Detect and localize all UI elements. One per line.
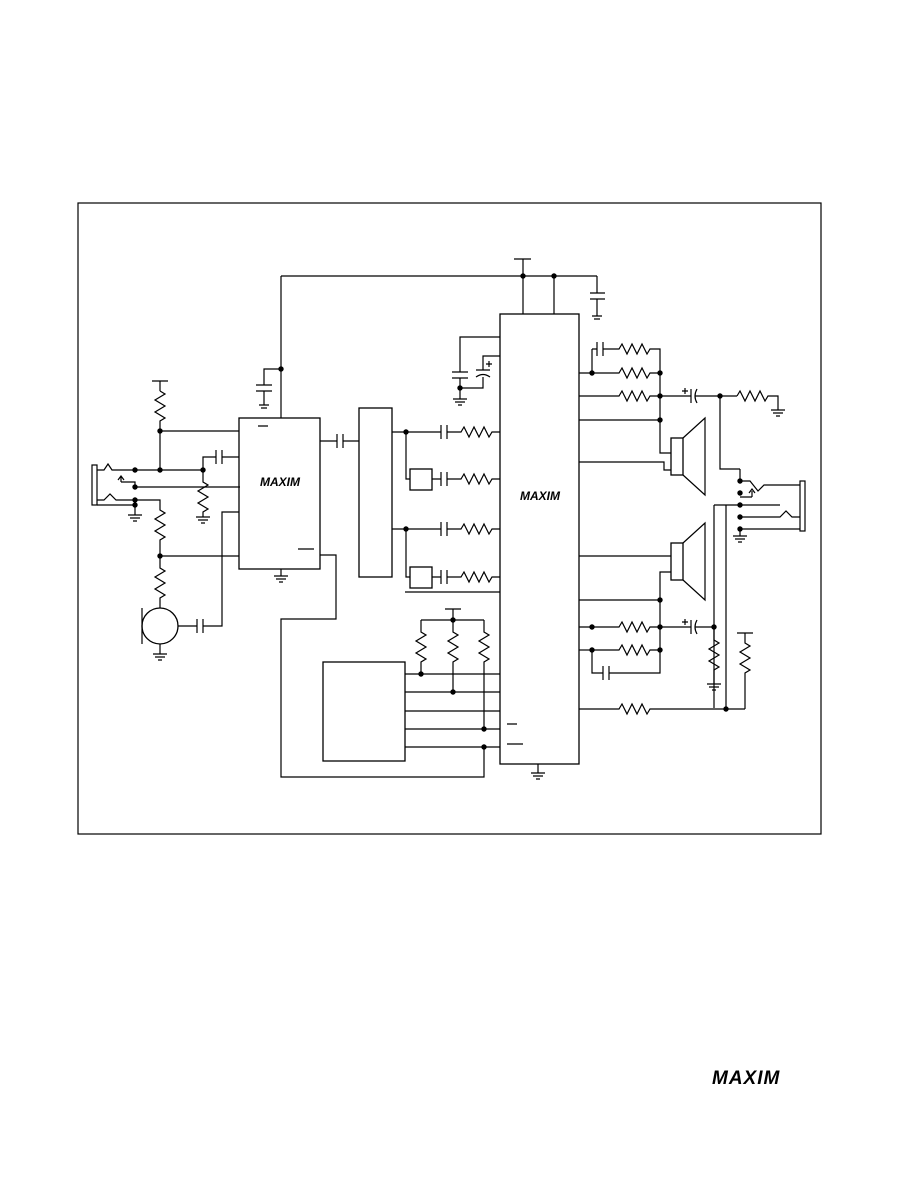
bias-capacitors	[452, 336, 500, 406]
pullup-resistors	[280, 554, 500, 778]
speaker-upper-icon	[682, 416, 706, 497]
filter-box-2	[409, 566, 433, 589]
controller-block	[322, 661, 406, 762]
speaker-lower-magnet	[670, 542, 684, 581]
main-ic-logo: MAXIM	[520, 489, 561, 503]
right-upper-network	[579, 342, 785, 497]
speaker-lower-icon	[682, 521, 706, 602]
maxim-footer-logo: MAXIM	[712, 1068, 781, 1089]
right-headphone-jack	[799, 480, 806, 532]
filter-box-1	[409, 468, 433, 491]
left-headphone-jack	[91, 464, 98, 506]
ic-ground	[274, 569, 288, 583]
coupling-cap	[320, 434, 359, 448]
codec-block	[358, 407, 393, 578]
headphone-amp-ic	[238, 417, 321, 570]
main-ic-ground	[531, 764, 545, 780]
left-jack-network	[91, 380, 240, 661]
speaker-upper-magnet	[670, 437, 684, 476]
codec-output-network	[392, 425, 500, 589]
right-jack-network	[713, 469, 806, 708]
headphone-amp-logo-text: MAXIM	[260, 475, 301, 489]
microphone-icon	[141, 607, 179, 645]
main-ic-logo-text: MAXIM	[520, 489, 561, 503]
headphone-amp-logo: MAXIM	[260, 475, 301, 489]
right-lower-network	[579, 521, 753, 716]
top-supply-rail	[256, 258, 605, 418]
main-amplifier-ic	[499, 313, 580, 765]
figure-frame	[77, 202, 822, 835]
